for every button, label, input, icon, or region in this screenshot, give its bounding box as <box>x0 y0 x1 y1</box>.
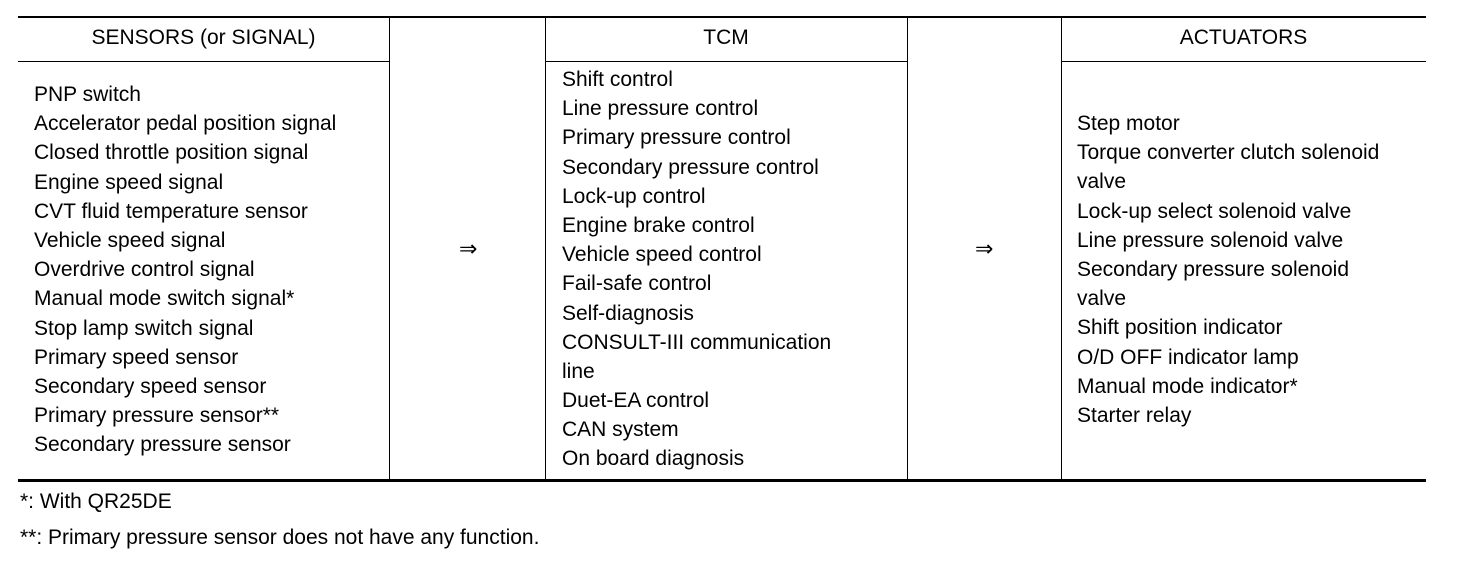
list-item: Lock-up control <box>562 184 706 208</box>
list-item: Secondary speed sensor <box>34 374 267 398</box>
list-item: Overdrive control signal <box>34 258 255 282</box>
list-item: Line pressure control <box>562 97 759 121</box>
list-item: Starter relay <box>1077 403 1192 427</box>
list-item: Engine brake control <box>562 213 755 237</box>
list-item: Fail-safe control <box>562 272 712 296</box>
header-divider <box>545 61 907 62</box>
list-item: line <box>562 359 595 383</box>
list-item: Accelerator pedal position signal <box>34 112 337 136</box>
sensors-header: SENSORS (or SIGNAL) <box>91 26 316 49</box>
list-item: Primary pressure control <box>562 126 791 150</box>
column-divider <box>389 18 390 479</box>
column-divider <box>545 18 546 479</box>
list-item: Secondary pressure control <box>562 155 819 179</box>
list-item: Closed throttle position signal <box>34 141 309 165</box>
list-item: Self-diagnosis <box>562 301 694 325</box>
list-item: CVT fluid temperature sensor <box>34 199 308 223</box>
list-item: Primary speed sensor <box>34 345 239 369</box>
list-item: Manual mode switch signal* <box>34 287 295 311</box>
flow-arrow-icon: ⇒ <box>975 236 994 261</box>
list-item: Vehicle speed control <box>562 243 762 267</box>
actuators-list: Step motor Torque converter clutch solen… <box>1077 109 1379 430</box>
list-item: CONSULT-III communication <box>562 330 832 354</box>
header-divider <box>18 61 389 62</box>
header-divider <box>1061 61 1426 62</box>
list-item: Engine speed signal <box>34 170 224 194</box>
list-item: valve <box>1077 287 1127 311</box>
column-divider <box>907 18 908 479</box>
actuators-header: ACTUATORS <box>1179 26 1308 49</box>
list-item: Duet-EA control <box>562 389 710 413</box>
tcm-list: Shift control Line pressure control Prim… <box>562 65 831 474</box>
list-item: Primary pressure sensor** <box>34 404 280 428</box>
list-item: Vehicle speed signal <box>34 228 226 252</box>
list-item: On board diagnosis <box>562 447 745 471</box>
list-item: PNP switch <box>34 83 141 106</box>
list-item: CAN system <box>562 418 679 442</box>
list-item: Line pressure solenoid valve <box>1077 228 1344 252</box>
list-item: Shift position indicator <box>1077 316 1283 340</box>
column-divider <box>1061 18 1062 479</box>
list-item: Torque converter clutch solenoid <box>1077 141 1380 165</box>
sensors-list: PNP switch Accelerator pedal position si… <box>34 80 336 459</box>
list-item: Step motor <box>1077 112 1180 135</box>
control-table: SENSORS (or SIGNAL) TCM ACTUATORS PNP sw… <box>18 16 1426 482</box>
list-item: Shift control <box>562 68 673 91</box>
list-item: Manual mode indicator* <box>1077 374 1298 398</box>
footnote: **: Primary pressure sensor does not hav… <box>20 526 540 549</box>
list-item: O/D OFF indicator lamp <box>1077 345 1299 369</box>
list-item: valve <box>1077 170 1127 194</box>
list-item: Stop lamp switch signal <box>34 316 254 340</box>
list-item: Secondary pressure sensor <box>34 433 291 457</box>
flow-arrow-icon: ⇒ <box>459 236 478 261</box>
list-item: Lock-up select solenoid valve <box>1077 199 1352 223</box>
tcm-header: TCM <box>703 26 749 49</box>
list-item: Secondary pressure solenoid <box>1077 257 1349 281</box>
footnote: *: With QR25DE <box>20 490 172 513</box>
